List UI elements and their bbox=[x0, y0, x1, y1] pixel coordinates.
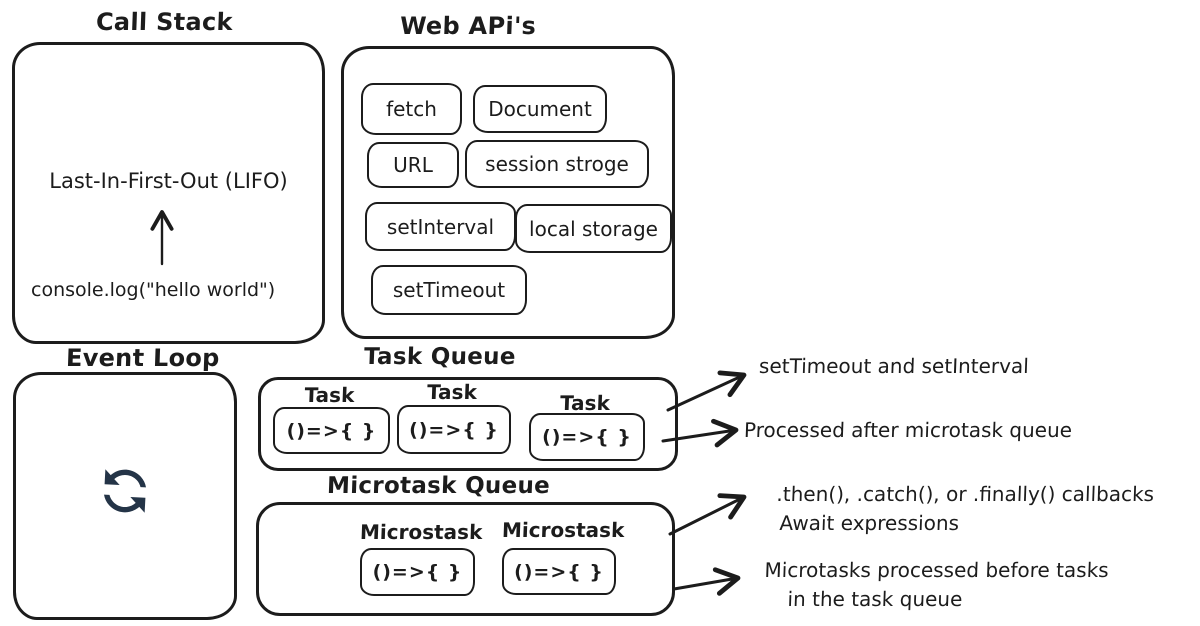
task-callback-box: ()=>{ } bbox=[273, 407, 390, 454]
web-api-chip-session-storage: session stroge bbox=[465, 140, 649, 188]
web-api-chip-setinterval: setInterval bbox=[365, 202, 516, 251]
web-api-chip-url: URL bbox=[367, 142, 459, 188]
event-loop-title: Event Loop bbox=[65, 344, 221, 372]
microtask-label: Microstask bbox=[359, 520, 483, 544]
task-callback-box: ()=>{ } bbox=[529, 413, 645, 461]
web-apis-title: Web APi's bbox=[399, 12, 537, 40]
microtask-callback-box: ()=>{ } bbox=[502, 548, 616, 595]
microtask-label: Microstask bbox=[501, 518, 625, 542]
task-queue-title: Task Queue bbox=[363, 344, 517, 370]
microtask-queue-box: Microstask ()=>{ } Microstask ()=>{ } bbox=[256, 502, 675, 616]
task-queue-arrow-1 bbox=[666, 370, 747, 412]
task-queue-box: Task ()=>{ } Task ()=>{ } Task ()=>{ } bbox=[258, 377, 678, 471]
web-api-chip-fetch: fetch bbox=[361, 83, 462, 135]
note-settimeout-setinterval: setTimeout and setInterval bbox=[758, 354, 1030, 378]
sync-loop-icon bbox=[104, 469, 146, 513]
task-callback-box: ()=>{ } bbox=[397, 405, 511, 454]
web-apis-box: fetch Document URL session stroge setInt… bbox=[341, 46, 675, 339]
microtask-queue-arrow-2 bbox=[672, 567, 741, 596]
lifo-label: Last-In-First-Out (LIFO) bbox=[49, 169, 288, 193]
call-stack-box: Last-In-First-Out (LIFO) console.log("he… bbox=[12, 42, 325, 344]
microtask-queue-title: Microtask Queue bbox=[326, 473, 551, 499]
note-processed-after-microtask: Processed after microtask queue bbox=[743, 418, 1073, 442]
microtask-callback-box: ()=>{ } bbox=[360, 548, 475, 596]
task-label: Task bbox=[559, 391, 611, 415]
microtask-queue-arrow-1 bbox=[668, 493, 747, 536]
task-label: Task bbox=[426, 380, 478, 404]
note-microtasks-before-tasks: Microtasks processed before tasks in the… bbox=[764, 558, 1110, 611]
web-api-chip-settimeout: setTimeout bbox=[371, 265, 527, 315]
web-api-chip-document: Document bbox=[473, 85, 607, 133]
web-api-chip-local-storage: local storage bbox=[515, 204, 672, 253]
console-log-label: console.log("hello world") bbox=[31, 279, 276, 301]
call-stack-title: Call Stack bbox=[95, 8, 234, 36]
event-loop-box bbox=[13, 372, 237, 620]
note-then-catch-finally: .then(), .catch(), or .finally() callbac… bbox=[776, 482, 1155, 535]
task-label: Task bbox=[304, 383, 355, 407]
